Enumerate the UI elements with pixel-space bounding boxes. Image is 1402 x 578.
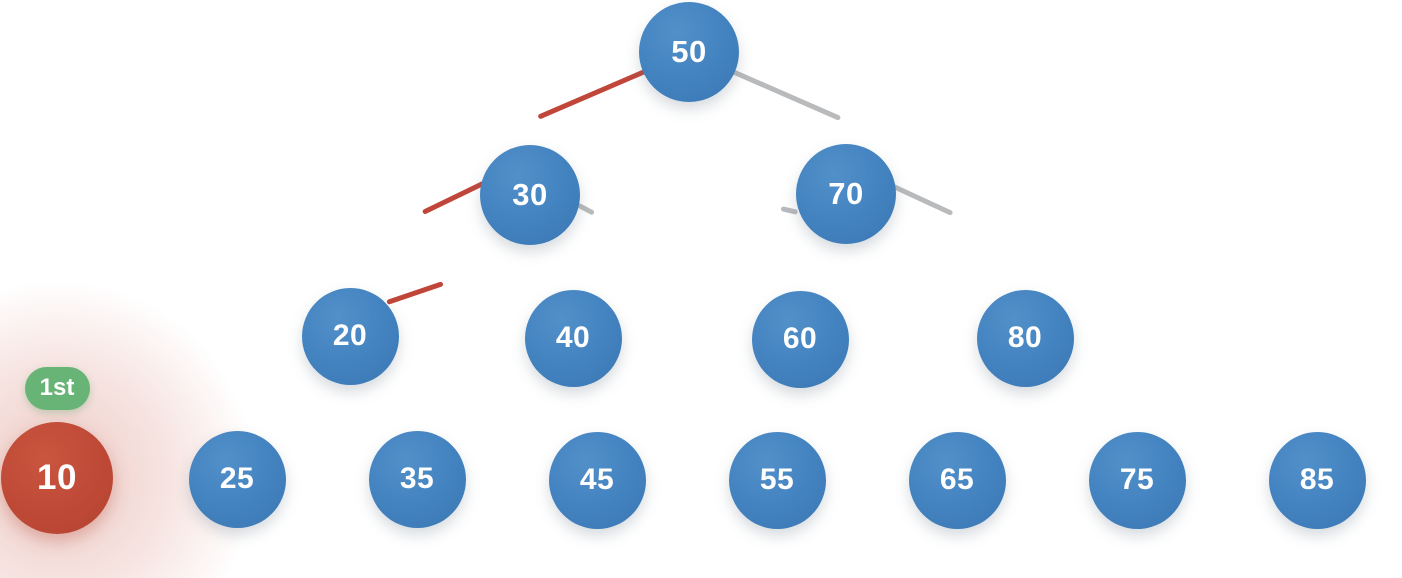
tree-node-40[interactable]: 40 <box>524 289 622 387</box>
tree-node-value: 10 <box>37 458 77 497</box>
tree-node-65[interactable]: 65 <box>908 431 1006 529</box>
visit-order-badge: 1st <box>24 366 90 410</box>
tree-node-30[interactable]: 30 <box>480 145 580 245</box>
tree-node-20[interactable]: 20 <box>301 287 399 385</box>
tree-node-25[interactable]: 25 <box>188 430 286 528</box>
tree-node-80[interactable]: 80 <box>976 289 1074 387</box>
edge-20-30-stub <box>386 280 444 305</box>
tree-node-75[interactable]: 75 <box>1088 431 1186 529</box>
tree-node-35[interactable]: 35 <box>368 430 466 528</box>
tree-node-value: 50 <box>671 34 707 69</box>
tree-node-70[interactable]: 70 <box>796 144 896 244</box>
tree-node-value: 20 <box>332 319 368 352</box>
tree-node-45[interactable]: 45 <box>548 431 646 529</box>
tree-node-85[interactable]: 85 <box>1268 431 1366 529</box>
tree-node-60[interactable]: 60 <box>751 290 849 388</box>
tree-node-value: 30 <box>512 177 548 212</box>
tree-node-value: 65 <box>939 463 975 496</box>
tree-node-value: 80 <box>1007 321 1043 354</box>
edge-70-80-partial <box>885 180 954 216</box>
tree-node-55[interactable]: 55 <box>728 431 826 529</box>
tree-node-value: 75 <box>1119 463 1155 496</box>
tree-node-value: 70 <box>828 176 864 211</box>
visit-order-badge-label: 1st <box>39 374 75 401</box>
tree-node-50[interactable]: 50 <box>639 2 739 102</box>
tree-node-value: 25 <box>219 462 255 495</box>
tree-node-value: 40 <box>555 321 591 354</box>
edge-70-60-stub <box>780 205 799 215</box>
tree-node-value: 85 <box>1299 463 1335 496</box>
tree-node-value: 60 <box>782 322 818 355</box>
tree-node-value: 35 <box>399 462 435 495</box>
tree-node-value: 55 <box>759 463 795 496</box>
tree-node-10[interactable]: 10 <box>1 422 113 534</box>
tree-node-value: 45 <box>579 463 615 496</box>
edge-30-20-partial <box>421 179 487 215</box>
